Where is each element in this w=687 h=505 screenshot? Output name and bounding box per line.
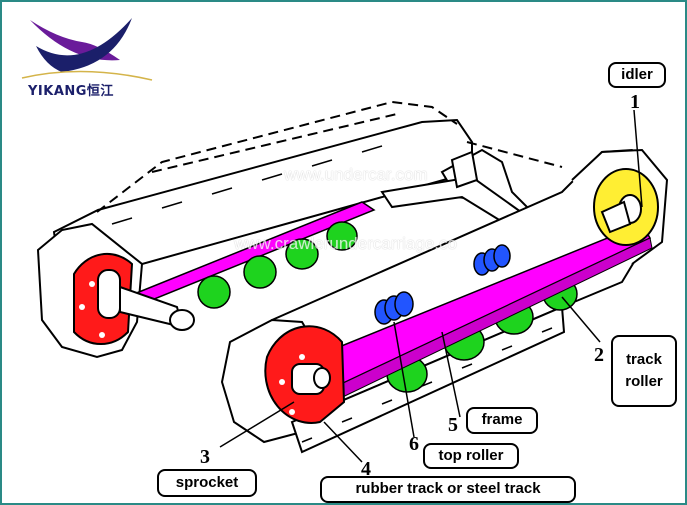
track-roller-number: 2 [594,344,604,366]
near-sprocket [264,325,346,430]
track-label-box: rubber track or steel track [320,476,576,503]
track-label: rubber track or steel track [355,480,541,498]
frame-number: 5 [448,414,458,436]
logo-brand-text: YIKANG恒江 [28,84,114,99]
far-track-links [111,145,383,225]
far-track-rollers [197,221,358,309]
yikang-logo-mark [21,18,153,81]
frame-label-box: frame [466,407,538,434]
watermark-text: www.undercar.com [284,165,428,184]
track-roller-label-box: track roller [611,335,677,407]
top-roller-label-box: top roller [423,443,519,469]
sprocket-label: sprocket [175,473,239,491]
top-roller-label: top roller [438,446,504,464]
track-number: 4 [361,458,371,480]
leader-lines [219,109,643,463]
watermark-text: www.crawlerundercarriage.co [234,234,457,253]
far-axle [119,285,195,331]
far-track-dashed-outline [96,100,563,213]
track-roller-label-line2: roller [625,373,663,390]
idler-label-box: idler [608,62,666,88]
top-roller-number: 6 [409,433,419,455]
track-roller-label-line1: track [626,350,662,368]
idler-wheel [593,168,659,246]
sprocket-number: 3 [200,446,210,468]
sprocket-label-box: sprocket [157,469,257,497]
top-rollers [374,244,511,325]
idler-label: idler [621,65,653,83]
idler-number: 1 [630,91,640,113]
near-track-links [301,327,553,443]
frame-label: frame [481,411,523,429]
